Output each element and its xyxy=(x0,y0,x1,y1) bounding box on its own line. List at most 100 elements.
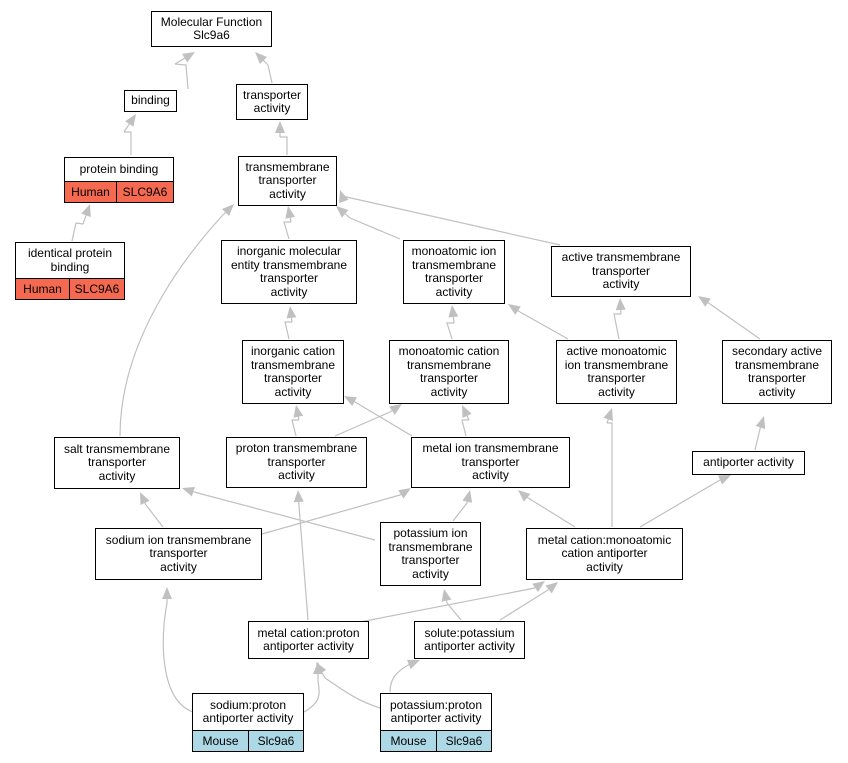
edge-line xyxy=(461,419,469,437)
edge-line xyxy=(452,316,455,324)
edge-line xyxy=(519,311,569,340)
node-secondary-active[interactable]: secondary active transmembrane transport… xyxy=(722,340,832,404)
node-active-transmembrane[interactable]: active transmembrane transporter activit… xyxy=(551,246,691,297)
node-label: metal cation:monoatomic cation antiporte… xyxy=(537,532,672,574)
arrowhead xyxy=(545,582,558,594)
edge-line xyxy=(389,663,411,693)
edge-line xyxy=(517,310,521,313)
edge-line xyxy=(466,415,470,421)
edge-line xyxy=(119,215,223,437)
arrowhead xyxy=(448,305,459,318)
arrowhead xyxy=(275,121,285,133)
node-monoatomic-ion[interactable]: monoatomic ion transmembrane transporter… xyxy=(403,240,505,304)
node-antiporter-activity[interactable]: antiporter activity xyxy=(692,451,805,475)
edge-line xyxy=(284,321,292,340)
arrowhead xyxy=(255,52,268,65)
species-label: Human xyxy=(71,185,110,199)
node-label: active transmembrane transporter activit… xyxy=(561,250,681,292)
node-protein-binding[interactable]: protein binding Human SLC9A6 xyxy=(64,157,174,203)
gene-label: SLC9A6 xyxy=(69,279,124,299)
edge-line xyxy=(399,493,402,496)
edge-line xyxy=(324,677,381,709)
node-label: salt transmembrane transporter activity xyxy=(63,441,171,483)
edge-line xyxy=(321,672,326,679)
node-binding[interactable]: binding xyxy=(124,90,177,112)
edge-line xyxy=(334,411,391,437)
node-potassium-ion-transmembrane[interactable]: potassium ion transmembrane transporter … xyxy=(380,522,481,586)
arrowhead xyxy=(462,490,473,503)
arrowhead xyxy=(316,662,327,675)
node-solute-potassium[interactable]: solute:potassium antiporter activity xyxy=(414,621,525,659)
edge-line xyxy=(607,422,613,527)
node-label: potassium ion transmembrane transporter … xyxy=(388,526,473,581)
human-annotation: Human SLC9A6 xyxy=(65,181,173,202)
node-sodium-proton[interactable]: sodium:proton antiporter activity Mouse … xyxy=(192,693,304,752)
node-inorganic-cation[interactable]: inorganic cation transmembrane transport… xyxy=(242,340,344,404)
edge-line xyxy=(344,213,351,219)
node-metal-ion-transmembrane[interactable]: metal ion transmembrane transporter acti… xyxy=(411,437,570,488)
edge-line xyxy=(446,602,462,621)
arrowhead xyxy=(162,587,172,599)
node-sodium-ion-transmembrane[interactable]: sodium ion transmembrane transporter act… xyxy=(95,528,262,580)
node-metal-cation-monoatomic[interactable]: metal cation:monoatomic cation antiporte… xyxy=(526,528,683,580)
node-proton-transmembrane[interactable]: proton transmembrane transporter activit… xyxy=(226,437,367,488)
edge-line xyxy=(263,60,269,66)
node-label: protein binding xyxy=(79,161,159,176)
edge-line xyxy=(499,589,549,621)
edge-line xyxy=(174,57,186,65)
edge-line xyxy=(71,222,84,242)
edge-line xyxy=(144,502,147,506)
edge-line xyxy=(123,123,130,133)
edge-line xyxy=(349,217,401,240)
edge-line xyxy=(280,136,288,155)
arrowhead xyxy=(532,581,545,592)
edge-line xyxy=(221,212,226,217)
node-label: monoatomic cation transmembrane transpor… xyxy=(398,344,500,399)
arrowhead xyxy=(718,475,731,485)
edge-line xyxy=(524,495,576,528)
arrowhead xyxy=(125,114,136,127)
node-label: solute:potassium antiporter activity xyxy=(424,625,515,653)
edge-line xyxy=(754,428,761,451)
edge-line xyxy=(341,195,561,246)
arrowhead xyxy=(140,492,150,505)
node-label: transporter activity xyxy=(242,87,302,115)
node-salt-transmembrane[interactable]: salt transmembrane transporter activity xyxy=(54,437,180,489)
node-label: sodium:proton antiporter activity xyxy=(202,697,294,725)
species-label: Mouse xyxy=(390,734,427,748)
node-inorganic-molecular[interactable]: inorganic molecular entity transmembrane… xyxy=(221,240,357,304)
edge-line xyxy=(162,602,194,713)
node-monoatomic-cation[interactable]: monoatomic cation transmembrane transpor… xyxy=(389,340,509,404)
arrowhead xyxy=(755,416,766,429)
edge-line xyxy=(389,410,393,413)
arrowhead xyxy=(336,206,349,218)
edge-line xyxy=(290,317,293,323)
node-potassium-proton[interactable]: potassium:proton antiporter activity Mou… xyxy=(380,693,492,752)
arrowhead xyxy=(293,490,304,503)
node-label: binding xyxy=(131,93,170,108)
gene-label: Slc9a6 xyxy=(248,731,303,751)
node-transporter-activity[interactable]: transporter activity xyxy=(236,84,308,120)
edge-line xyxy=(452,502,468,522)
species-label: Mouse xyxy=(202,734,239,748)
edge-line xyxy=(297,416,300,421)
arrowhead xyxy=(389,404,402,415)
node-label: identical protein binding xyxy=(27,246,113,274)
node-molecular-function[interactable]: Molecular Function Slc9a6 xyxy=(151,11,272,47)
arrowhead xyxy=(286,306,297,319)
arrowhead xyxy=(221,204,234,217)
node-identical-protein-binding[interactable]: identical protein binding Human SLC9A6 xyxy=(15,242,125,300)
arrowhead xyxy=(518,490,531,502)
node-active-monoatomic[interactable]: active monoatomic ion transmembrane tran… xyxy=(556,340,677,404)
edge-line xyxy=(261,494,401,535)
node-metal-cation-proton[interactable]: metal cation:proton antiporter activity xyxy=(248,621,369,659)
human-annotation: Human SLC9A6 xyxy=(16,278,124,299)
node-transmembrane-transporter[interactable]: transmembrane transporter activity xyxy=(238,156,337,206)
arrowhead xyxy=(462,405,472,418)
arrowhead xyxy=(407,659,420,670)
edge-line xyxy=(303,677,320,713)
species-label: Human xyxy=(23,282,62,296)
edge-line xyxy=(707,302,711,305)
edge-line xyxy=(446,322,454,340)
